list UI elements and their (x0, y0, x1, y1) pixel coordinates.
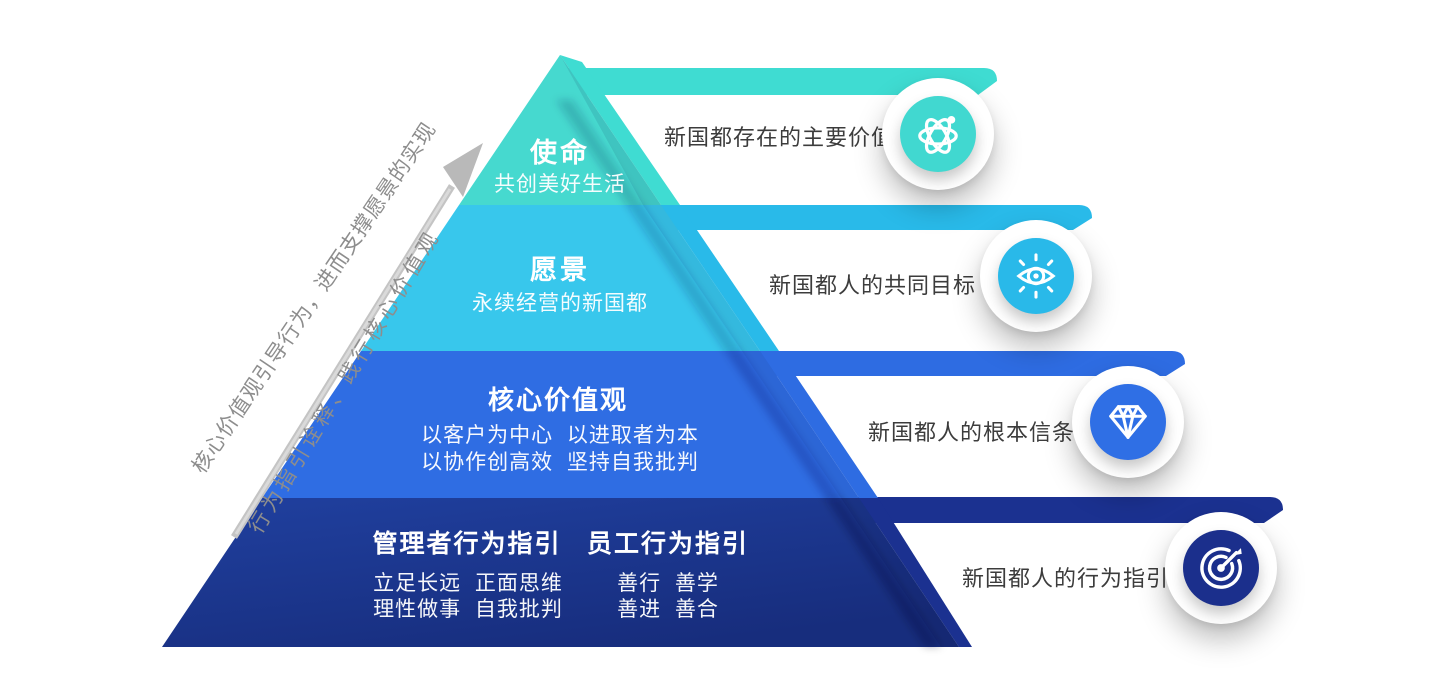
core-values-line-2: 以协作创高效 坚持自我批判 (421, 451, 699, 474)
fold-shadow-2 (627, 205, 741, 351)
mission-badge (882, 78, 994, 190)
edge-shade-3 (742, 351, 859, 498)
atom-icon (900, 96, 976, 172)
fold-shadow-4 (825, 498, 941, 647)
ribbon-strip-3 (736, 351, 1185, 376)
ribbon-fold-1 (560, 55, 680, 205)
vision-title: 愿景 (530, 255, 590, 285)
ribbon-strip-2 (637, 205, 1092, 230)
core-values-badge (1072, 366, 1184, 478)
ascending-arrow-highlight (234, 188, 452, 535)
vision-badge (980, 220, 1092, 332)
mission-subtitle: 共创美好生活 (494, 173, 626, 196)
employee-guidelines-title: 员工行为指引 (586, 530, 750, 558)
ribbon-fold-3 (760, 351, 878, 498)
edge-shade-1 (560, 55, 661, 205)
core-values-line-1: 以客户为中心 以进取者为本 (421, 424, 699, 447)
fold-shadow-1 (556, 100, 643, 205)
banner-label-mission: 新国都存在的主要价值 (664, 125, 895, 150)
ascending-arrow-head (443, 143, 483, 197)
banner-label-vision: 新国都人的共同目标 (769, 273, 977, 298)
eye-icon (998, 238, 1074, 314)
diamond-icon (1090, 384, 1166, 460)
manager-guidelines-line-1: 立足长远 正面思维 (373, 572, 563, 595)
manager-guidelines-line-2: 理性做事 自我批判 (373, 598, 563, 621)
vision-subtitle: 永续经营的新国都 (472, 292, 648, 315)
mission-title: 使命 (530, 138, 590, 168)
core-values-title: 核心价值观 (487, 385, 629, 415)
ribbon-strip-1 (562, 68, 997, 95)
employee-guidelines-line-1: 善行 善学 (617, 572, 719, 595)
ribbon-strip-4 (836, 497, 1283, 523)
employee-guidelines-line-2: 善进 善合 (617, 598, 719, 621)
behavior-badge (1165, 512, 1277, 624)
banner-label-core-values: 新国都人的根本信条 (868, 420, 1076, 445)
ribbon-fold-2 (661, 205, 779, 351)
banner-label-behavior: 新国都人的行为指引 (962, 566, 1170, 591)
pyramid-level-core-values (262, 351, 859, 498)
fold-shadow-3 (725, 351, 841, 498)
manager-guidelines-title: 管理者行为指引 (372, 530, 562, 558)
target-icon (1183, 530, 1259, 606)
edge-shade-2 (643, 205, 760, 351)
edge-shade-4 (841, 498, 959, 647)
pyramid-level-behavior (162, 498, 959, 647)
ribbon-fold-4 (859, 498, 972, 647)
